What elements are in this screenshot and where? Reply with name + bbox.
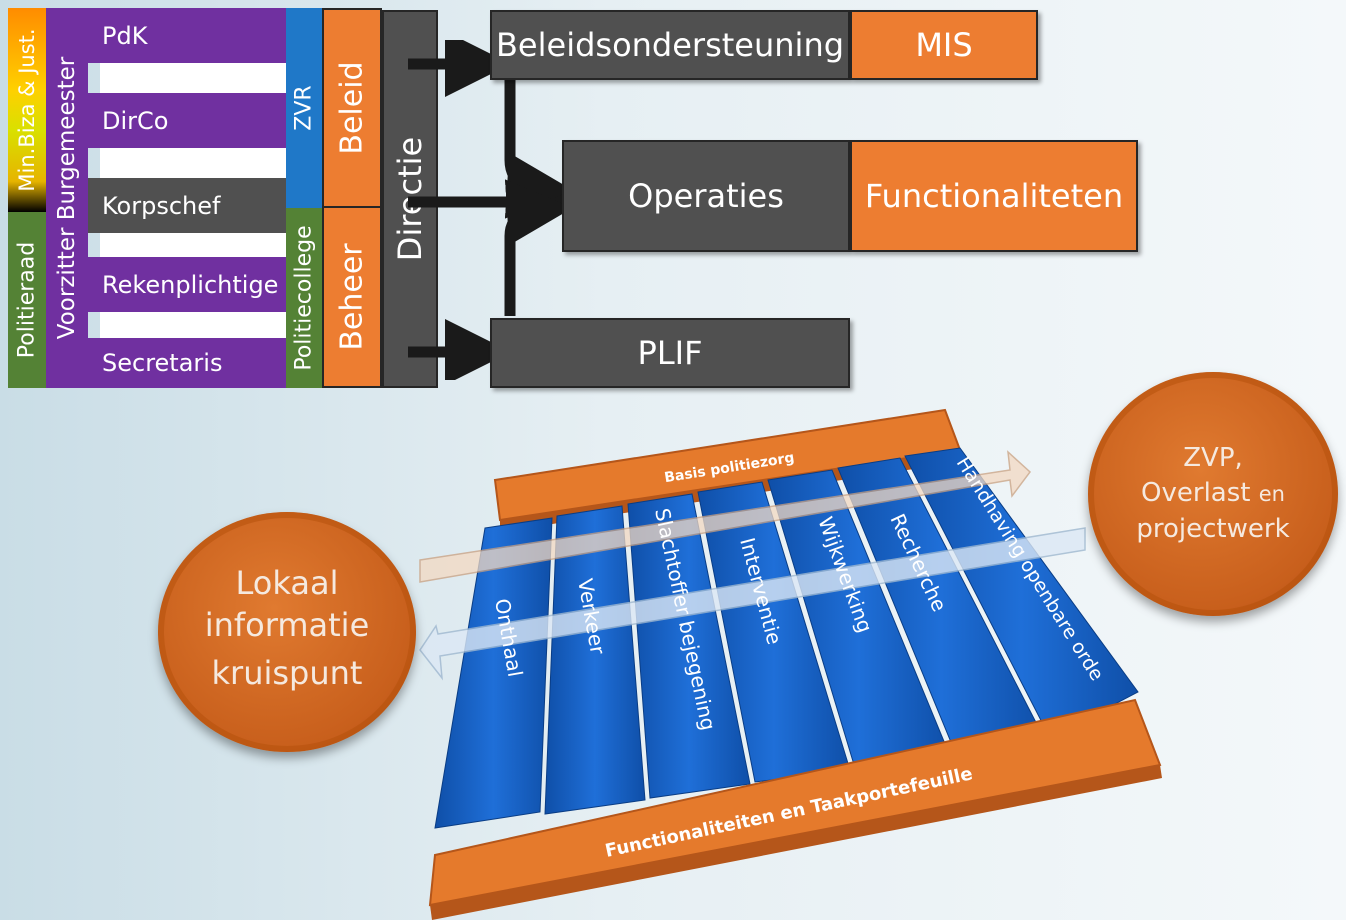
- beleid-bar: Beleid: [322, 8, 382, 208]
- left-circle-line3: kruispunt: [211, 654, 363, 693]
- right-circle-line3: projectwerk: [1136, 513, 1290, 544]
- right-circle-en: en: [1258, 482, 1285, 507]
- min-biza-just-bar: Min.Biza & Just.: [8, 8, 46, 212]
- functionaliteten-label: Functionaliteten: [864, 177, 1124, 215]
- voorzitter-label: Voorzitter Burgemeester: [54, 56, 80, 340]
- voorzitter-bar: Voorzitter Burgemeester: [46, 8, 88, 388]
- beleidsondersteuning-box: Beleidsondersteuning: [490, 10, 850, 80]
- bottom-bar: [428, 698, 1162, 920]
- rekenplichtige-label: Rekenplichtige: [102, 270, 279, 299]
- beleid-label: Beleid: [334, 61, 370, 155]
- korpschef-label: Korpschef: [102, 191, 221, 220]
- politieraad-bar: Politieraad: [8, 212, 46, 388]
- functionaliteten-box: Functionaliteten: [850, 140, 1138, 252]
- min-biza-just-label: Min.Biza & Just.: [15, 28, 39, 192]
- zvr-label: ZVR: [291, 85, 317, 131]
- mis-label: MIS: [915, 26, 973, 64]
- divider: [100, 63, 286, 93]
- right-circle-line2: Overlast en: [1141, 476, 1285, 511]
- row-korpschef: Korpschef: [88, 178, 286, 233]
- row-secretaris: Secretaris: [88, 338, 286, 388]
- right-circle: ZVP, Overlast en projectwerk: [1088, 372, 1338, 616]
- platform-diagram: Basis politiezorg Onthaal Verkeer Slacht…: [419, 408, 1162, 920]
- divider: [100, 312, 286, 338]
- plif-box: PLIF: [490, 318, 850, 388]
- column-onthaal: [434, 517, 553, 829]
- politieraad-label: Politieraad: [14, 241, 40, 359]
- column-slachtoffer: [627, 493, 751, 799]
- left-circle-line1: Lokaal: [235, 564, 339, 603]
- politiecollege-bar: Politiecollege: [286, 208, 322, 388]
- row-dirco: DirCo: [88, 93, 286, 148]
- politiecollege-label: Politiecollege: [291, 225, 317, 371]
- secretaris-label: Secretaris: [102, 349, 223, 377]
- row-rekenplichtige: Rekenplichtige: [88, 257, 286, 312]
- column-handhaving: [904, 447, 1139, 739]
- operaties-label: Operaties: [628, 177, 784, 215]
- beheer-label: Beheer: [334, 243, 370, 351]
- zvr-bar: ZVR: [286, 8, 322, 208]
- arrow-left: [419, 527, 1086, 681]
- row-pdk: PdK: [88, 8, 286, 63]
- divider: [100, 233, 286, 257]
- left-circle-line2: informatie: [204, 605, 370, 644]
- arrow-right: [419, 450, 1032, 583]
- right-circle-line1: ZVP,: [1183, 443, 1243, 474]
- operaties-box: Operaties: [562, 140, 850, 252]
- right-circle-overlast: Overlast: [1141, 478, 1251, 509]
- column-verkeer: [544, 505, 646, 815]
- dirco-label: DirCo: [102, 106, 169, 135]
- pdk-label: PdK: [102, 22, 148, 50]
- left-circle: Lokaal informatie kruispunt: [158, 512, 416, 752]
- mis-box: MIS: [850, 10, 1038, 80]
- beleidsondersteuning-label: Beleidsondersteuning: [495, 26, 845, 64]
- beheer-bar: Beheer: [322, 208, 382, 388]
- columns: [434, 447, 1139, 829]
- divider: [100, 148, 286, 178]
- plif-label: PLIF: [637, 334, 703, 372]
- connector-arrows: [408, 40, 570, 380]
